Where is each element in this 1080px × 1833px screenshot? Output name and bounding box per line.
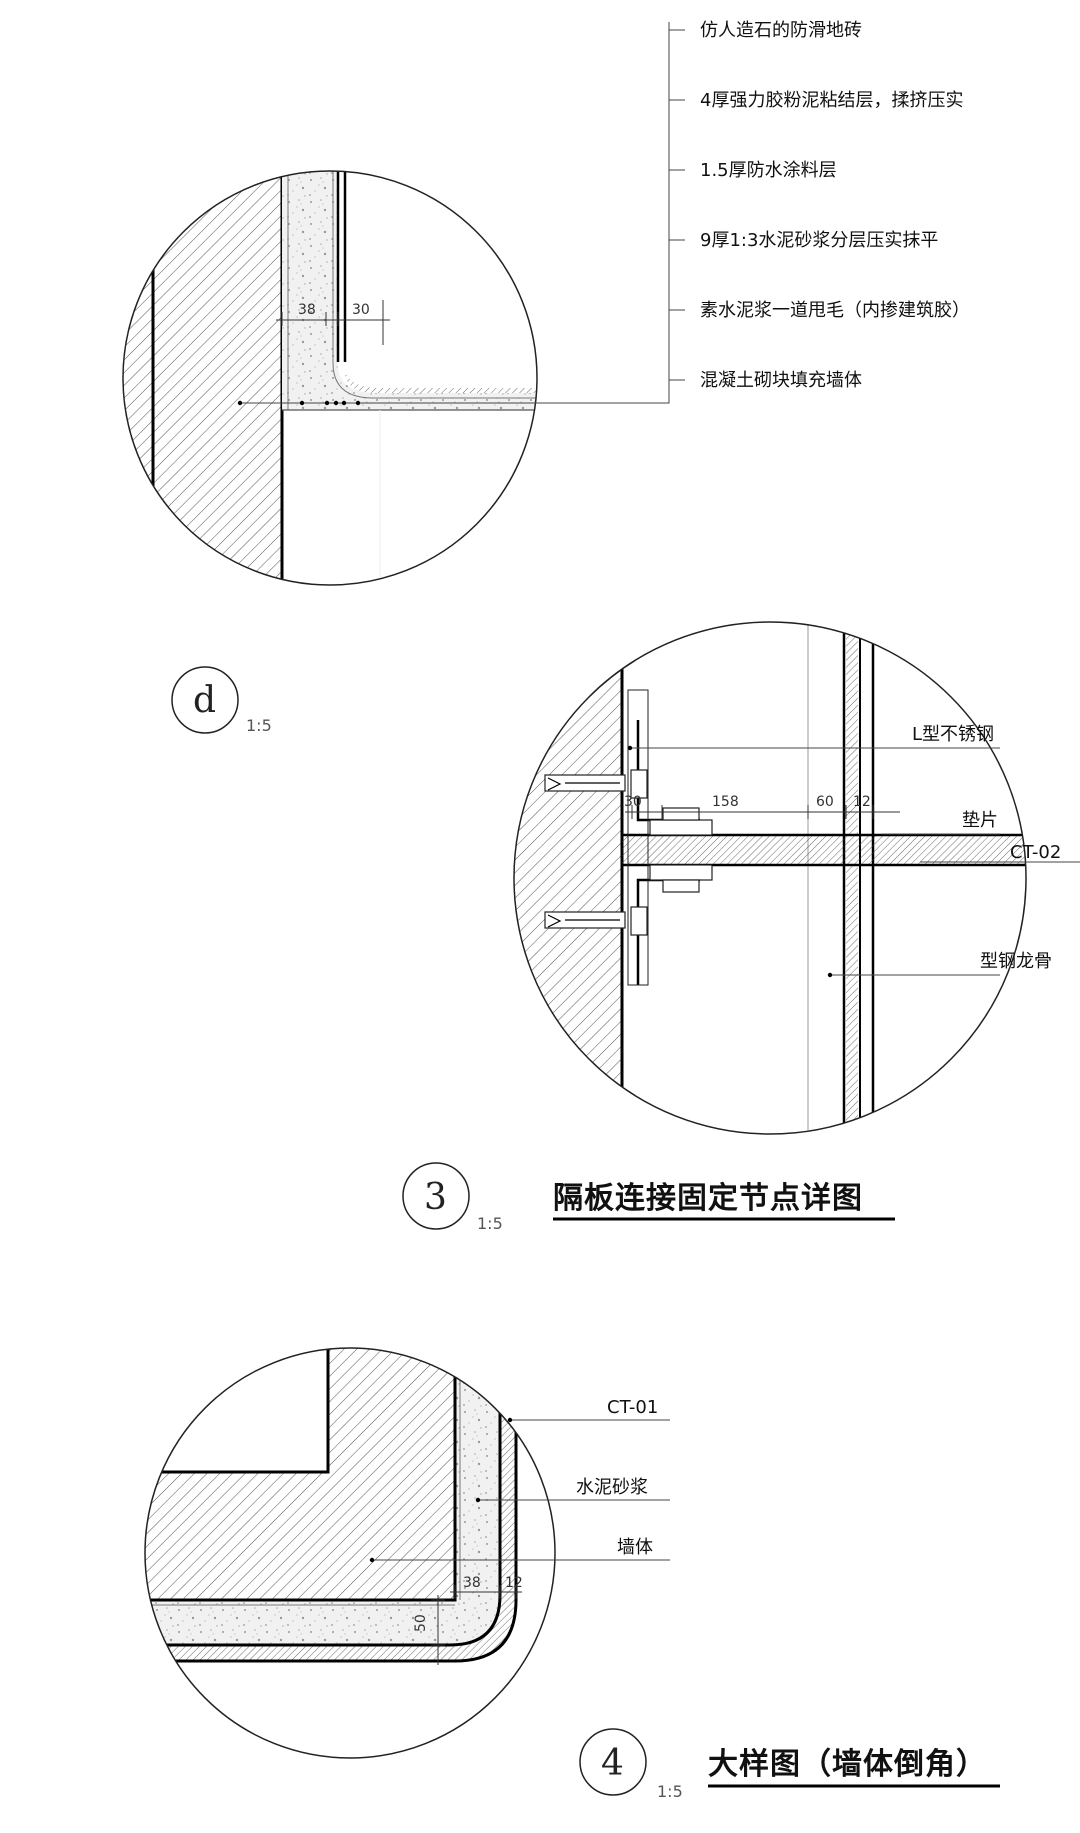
detail-4-callout-circle: [579, 1728, 647, 1796]
detail-d-callout-circle: [171, 666, 239, 734]
detail-4-label-wall: 墙体: [617, 1537, 653, 1558]
detail-4-drawing: [145, 1348, 555, 1758]
detail-3-label-panel: CT-02: [1010, 842, 1061, 863]
detail-d-circle: [122, 170, 538, 586]
detail-4-dim-50: 50: [413, 1614, 429, 1632]
detail-d-dim-30: 30: [352, 302, 370, 318]
detail-4-callout-id: 4: [601, 1743, 624, 1784]
detail-3: 30 158 60 12 L型不锈钢 垫片 CT-02 型钢龙骨 3 1:5 隔…: [402, 621, 1080, 1233]
detail-d-leader-dots: [237, 400, 361, 406]
detail-d-callout-id: d: [193, 680, 216, 721]
detail-3-leader-dots: [627, 745, 833, 978]
detail-d-layer-3: 1.5厚防水涂料层: [700, 160, 837, 181]
detail-3-leaders: [630, 747, 1080, 976]
detail-d-leaders: [238, 22, 685, 404]
detail-d-layer-2: 4厚强力胶粉泥粘结层，揉挤压实: [700, 90, 963, 111]
detail-3-scale: 1:5: [477, 1214, 503, 1233]
detail-3-label-keel: 型钢龙骨: [980, 951, 1052, 972]
detail-4-circle: [144, 1347, 556, 1759]
detail-3-dim-12: 12: [853, 794, 871, 810]
detail-4-dim-38: 38: [463, 1575, 481, 1591]
detail-4-leaders: [372, 1419, 670, 1561]
detail-4-scale: 1:5: [657, 1782, 683, 1801]
detail-d-layer-4: 9厚1:3水泥砂浆分层压实抹平: [700, 230, 938, 251]
detail-3-label-shim: 垫片: [962, 810, 998, 831]
detail-d-layer-1: 仿人造石的防滑地砖: [700, 20, 862, 41]
detail-3-label-angle: L型不锈钢: [912, 724, 994, 745]
detail-3-dimension-lines: [625, 805, 900, 819]
detail-3-dim-158: 158: [712, 794, 739, 810]
detail-3-dim-30: 30: [624, 794, 642, 810]
detail-4-leader-dots: [369, 1417, 513, 1563]
detail-d-layer-6: 混凝土砌块填充墙体: [700, 370, 862, 391]
detail-4-label-finish: CT-01: [607, 1397, 658, 1418]
detail-4-dim-12: 12: [505, 1575, 523, 1591]
detail-d-scale: 1:5: [246, 716, 272, 735]
detail-d: 38 30 仿人造石的防滑地砖 4厚强力胶粉泥粘结层，揉挤压实 1.5厚防水涂料…: [122, 20, 970, 735]
detail-3-callout-id: 3: [424, 1177, 447, 1218]
detail-3-title: 隔板连接固定节点详图: [553, 1181, 863, 1216]
detail-4-title: 大样图（墙体倒角）: [708, 1747, 987, 1782]
detail-d-dimension-lines: [276, 300, 390, 345]
detail-4-label-mortar: 水泥砂浆: [576, 1477, 648, 1498]
detail-4-dimension-lines: [431, 1585, 522, 1665]
detail-3-circle: [513, 621, 1027, 1135]
detail-d-dim-38: 38: [298, 302, 316, 318]
detail-d-layer-5: 素水泥浆一道甩毛（内掺建筑胶）: [700, 300, 970, 321]
detail-3-callout-circle: [402, 1162, 470, 1230]
detail-3-dim-60: 60: [816, 794, 834, 810]
detail-4: 38 12 50 CT-01 水泥砂浆 墙体 4 1:5 大样图（墙体倒角）: [144, 1347, 1000, 1801]
detail-d-drawing: [123, 171, 537, 585]
